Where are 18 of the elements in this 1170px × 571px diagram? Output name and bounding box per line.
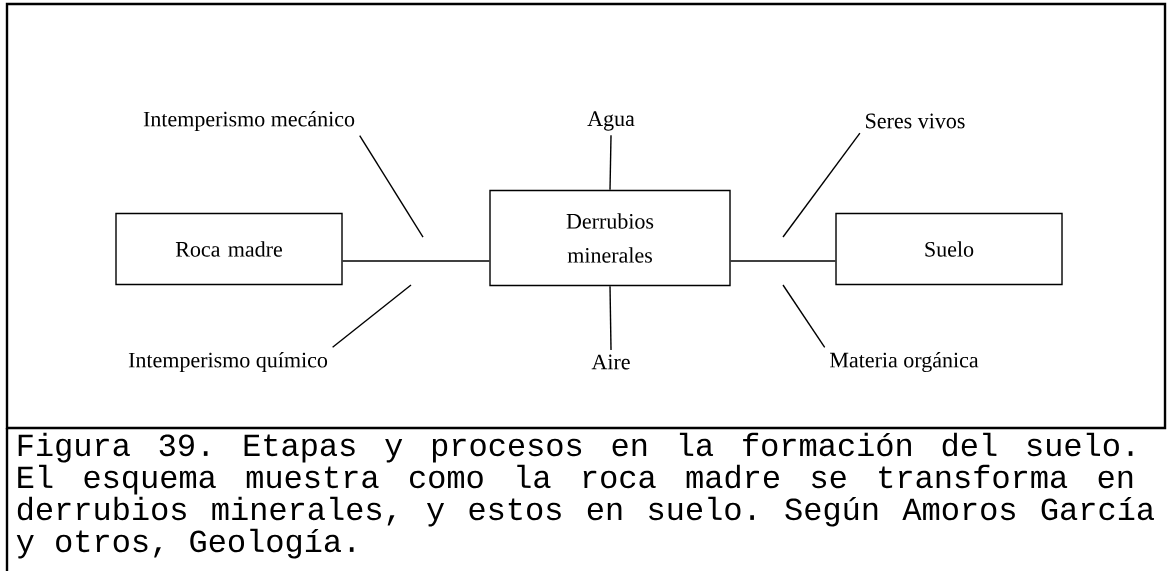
leader-line xyxy=(609,134,612,191)
label-text: Materia orgánica xyxy=(830,351,979,373)
leader-line xyxy=(782,284,826,348)
process-box: Suelo xyxy=(835,212,1063,286)
leader-line xyxy=(782,132,861,238)
label-text: Seres vivos xyxy=(866,113,965,129)
process-box: Roca madre xyxy=(115,212,343,286)
label-text: Intemperismo mecánico xyxy=(143,111,355,131)
leader-line xyxy=(331,284,412,348)
leader-line xyxy=(359,135,424,238)
label-text: Aire xyxy=(591,354,630,370)
leader-line xyxy=(609,285,612,351)
process-box: Derrubios minerales xyxy=(489,189,731,287)
caption-text: Figura 39. Etapas y procesos en la formación del suelo. El esquema muestra como la roca madre se transforma en derrubios minerales, y estos en suelo. Según Amoros García y otros, Geología. xyxy=(16,432,1154,559)
label-text: Intemperismo químico xyxy=(128,352,328,372)
connector-line xyxy=(730,260,836,262)
label-text: Agua xyxy=(587,111,635,131)
connector-line xyxy=(342,260,490,262)
